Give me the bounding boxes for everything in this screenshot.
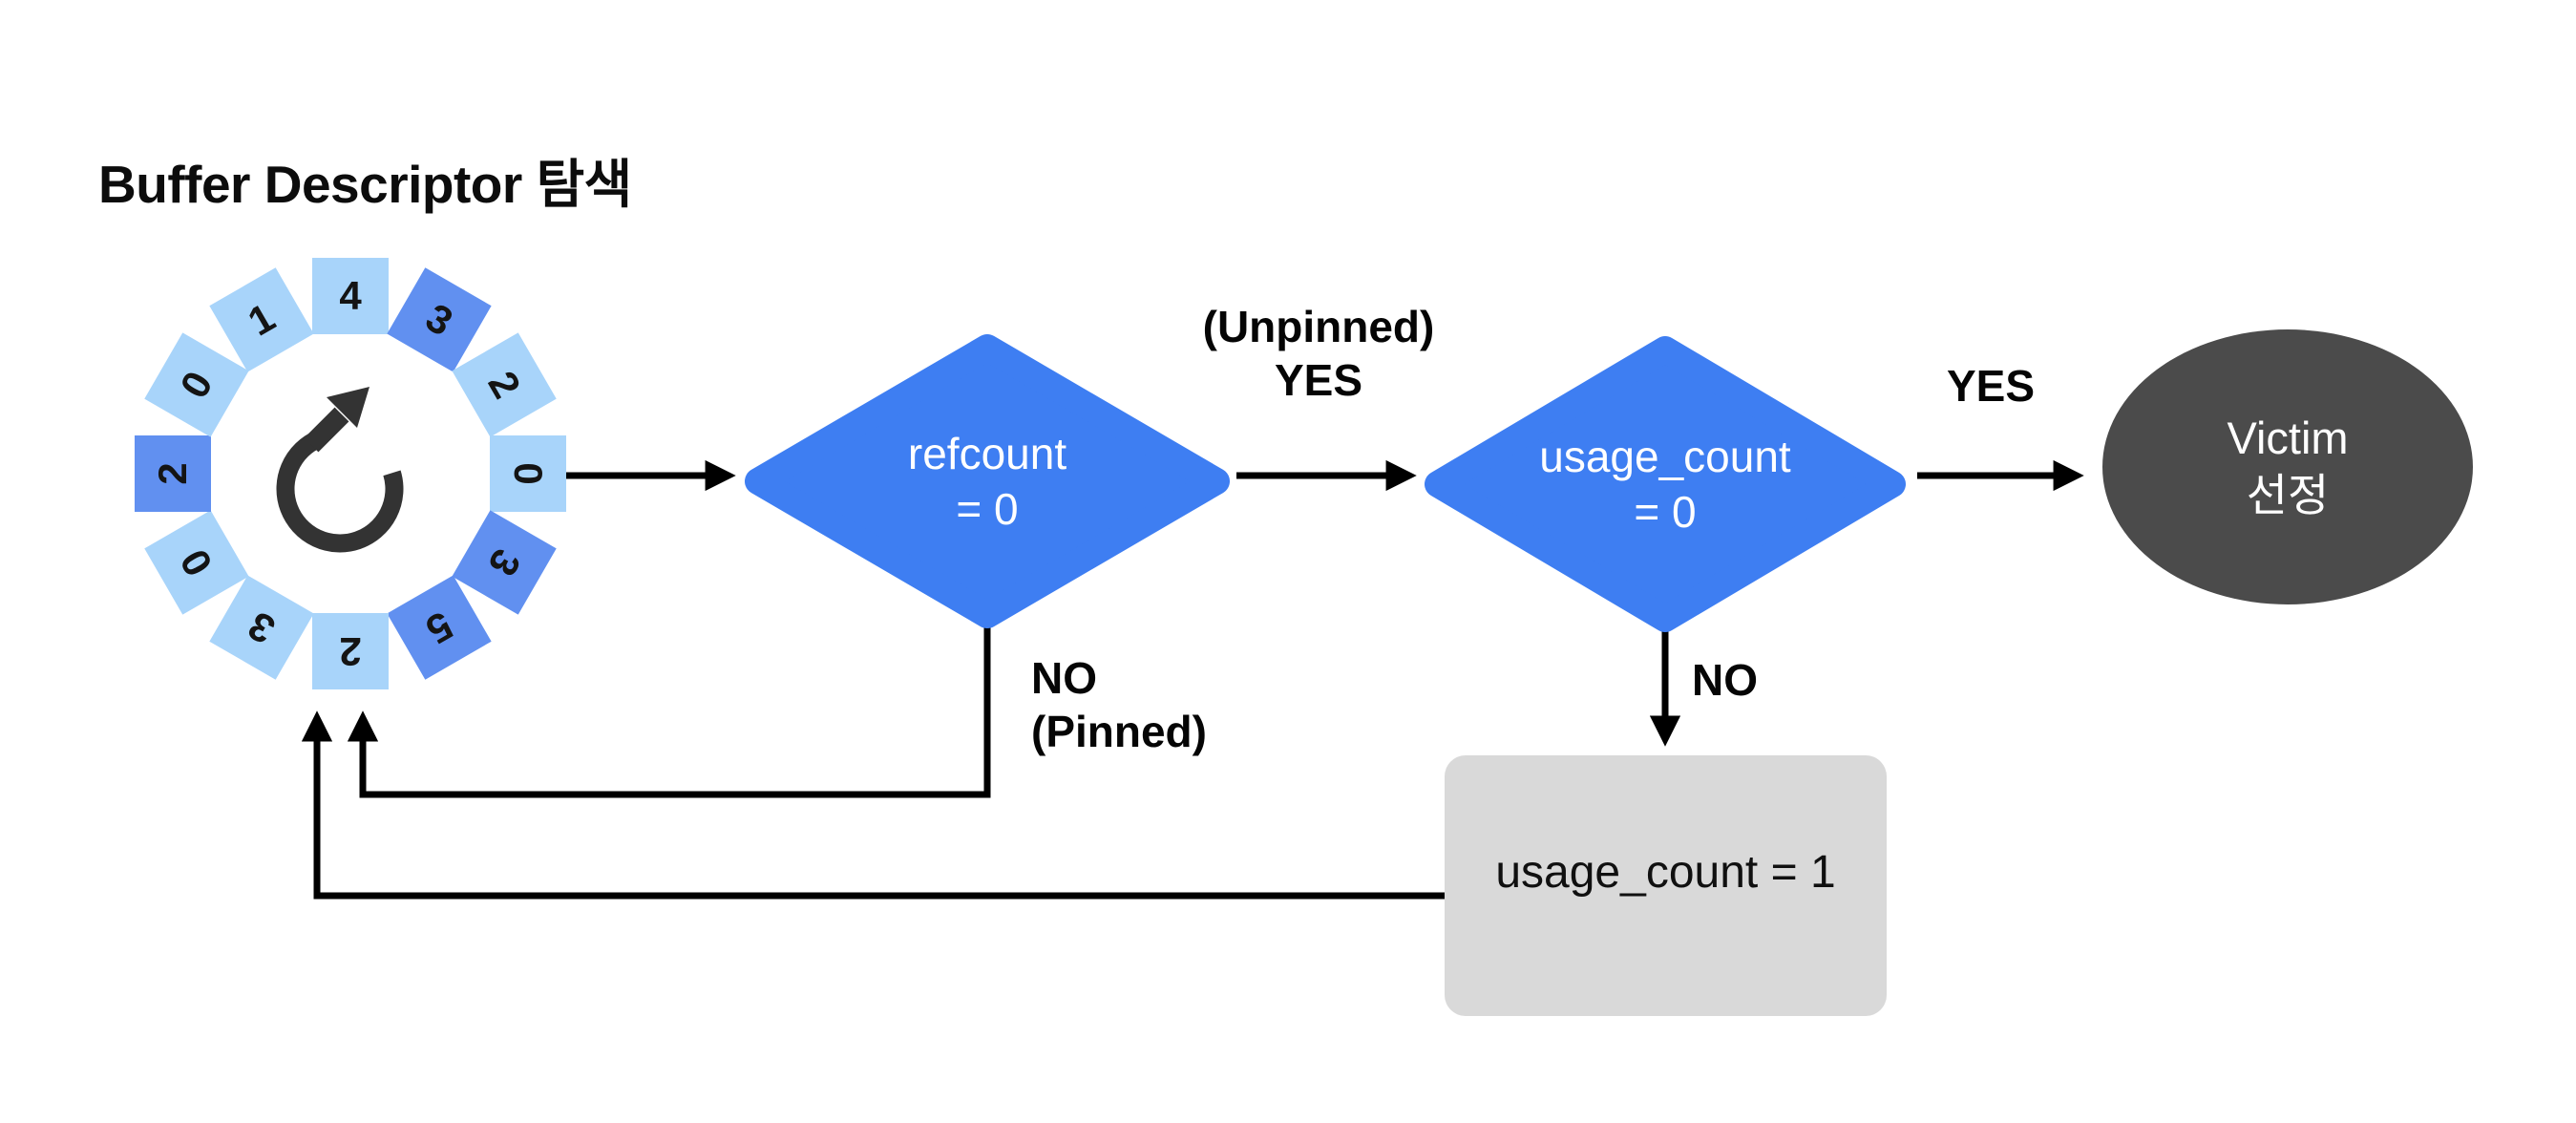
victim-node-line1: Victim (2227, 413, 2349, 463)
victim-node-line2: 선정 (2246, 470, 2330, 520)
label-pinned: (Pinned) (1031, 707, 1207, 756)
diamond-shape (1425, 336, 1906, 632)
usage-reset-node: usage_count = 1 (1445, 755, 1887, 1016)
usage-count-decision-line2: = 0 (1634, 487, 1697, 537)
arrow-usage-reset-loop (301, 710, 1445, 900)
arrow-refcount-no-loop (347, 626, 991, 798)
usage-count-decision-line1: usage_count (1539, 432, 1791, 481)
diagram-title: Buffer Descriptor 탐색 (98, 155, 632, 214)
usage-reset-label: usage_count = 1 (1495, 846, 1836, 898)
refcount-decision-line2: = 0 (956, 484, 1019, 534)
usage-count-decision-label: usage_count = 0 (1423, 334, 1908, 634)
buffer-slot-6: 2 (312, 613, 389, 689)
label-unpinned: (Unpinned) (1202, 302, 1435, 351)
victim-node: Victim 선정 (2102, 329, 2473, 604)
diamond-shape (745, 334, 1230, 628)
label-victim-yes: YES (1946, 361, 2036, 411)
label-unpinned-yes-word: YES (1274, 355, 1363, 405)
buffer-slot-3: 0 (490, 435, 566, 512)
label-usage-no: NO (1692, 655, 1758, 705)
rotate-clockwise-icon (276, 387, 404, 553)
label-unpinned-yes: (Unpinned) YES (1199, 300, 1438, 407)
victim-node-label: Victim 선정 (2102, 329, 2473, 604)
label-no-pinned: NO (Pinned) (1031, 651, 1207, 758)
refcount-decision-line1: refcount (907, 429, 1067, 478)
label-no-word: NO (1031, 653, 1097, 703)
refcount-decision-node: refcount = 0 (743, 332, 1232, 630)
usage-count-decision-node: usage_count = 0 (1423, 334, 1908, 634)
buffer-slot-9: 2 (135, 435, 211, 512)
refcount-decision-label: refcount = 0 (743, 332, 1232, 630)
buffer-slot-0: 4 (312, 258, 389, 334)
